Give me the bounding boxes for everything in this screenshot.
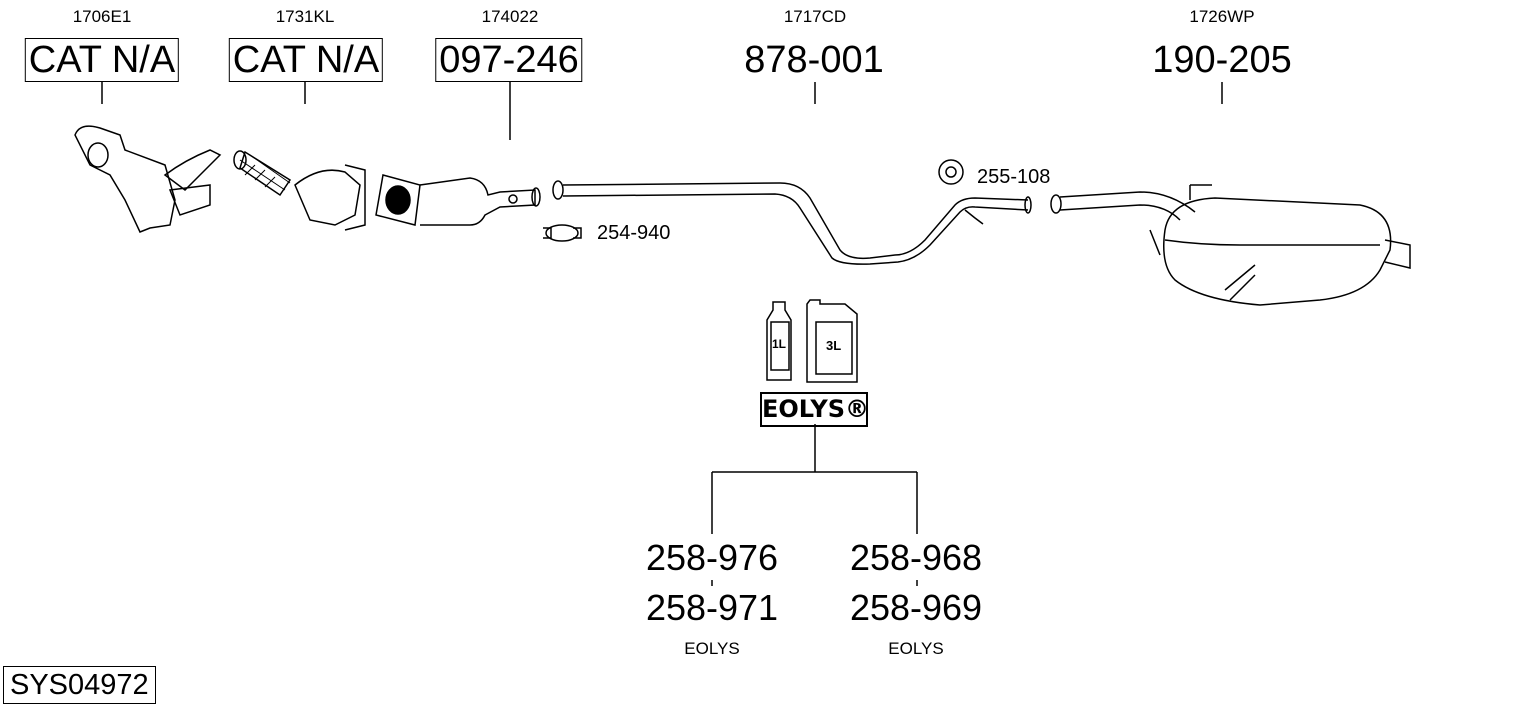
- leader-lines: [101, 82, 1223, 140]
- eolys-left-caption: EOLYS: [684, 639, 740, 658]
- eolys-right-caption: EOLYS: [888, 639, 944, 658]
- rear-silencer-190-205-drawing: [1050, 184, 1411, 306]
- eolys-tree-lines: [711, 424, 918, 586]
- part-code-5: 1726WP: [1189, 7, 1255, 26]
- part-code-2: 1731KL: [275, 7, 335, 26]
- clamp-icon: [543, 224, 582, 242]
- part-ref-1[interactable]: CAT N/A: [24, 38, 180, 82]
- part-ref-2[interactable]: CAT N/A: [228, 38, 384, 82]
- part-ref-3[interactable]: 097-246: [435, 38, 583, 82]
- catalyst-1706E1-drawing: [74, 125, 222, 233]
- catalyst-1731KL-drawing: [233, 150, 366, 231]
- part-ref-4[interactable]: 878-001: [744, 39, 884, 81]
- eolys-right-primary[interactable]: 258-968: [849, 537, 983, 578]
- eolys-brand-box: EOLYS®: [760, 392, 869, 427]
- part-code-3: 174022: [481, 7, 539, 26]
- hanger-ref[interactable]: 255-108: [977, 166, 1051, 188]
- dpf-174022-drawing: [375, 174, 541, 226]
- rubber-hanger-icon: [938, 159, 964, 185]
- bottle-large-label: 3L: [826, 338, 842, 353]
- additive-bottles-drawing: [766, 299, 858, 383]
- system-id: SYS04972: [3, 666, 156, 704]
- bottle-small-label: 1L: [772, 337, 787, 351]
- pipe-1717CD-drawing: [552, 180, 1032, 265]
- part-code-1: 1706E1: [72, 7, 132, 26]
- part-code-4: 1717CD: [783, 7, 847, 26]
- eolys-left-secondary[interactable]: 258-971: [645, 587, 779, 628]
- part-ref-5[interactable]: 190-205: [1152, 39, 1292, 81]
- clamp-ref[interactable]: 254-940: [597, 222, 671, 244]
- eolys-left-primary[interactable]: 258-976: [645, 537, 779, 578]
- eolys-right-secondary[interactable]: 258-969: [849, 587, 983, 628]
